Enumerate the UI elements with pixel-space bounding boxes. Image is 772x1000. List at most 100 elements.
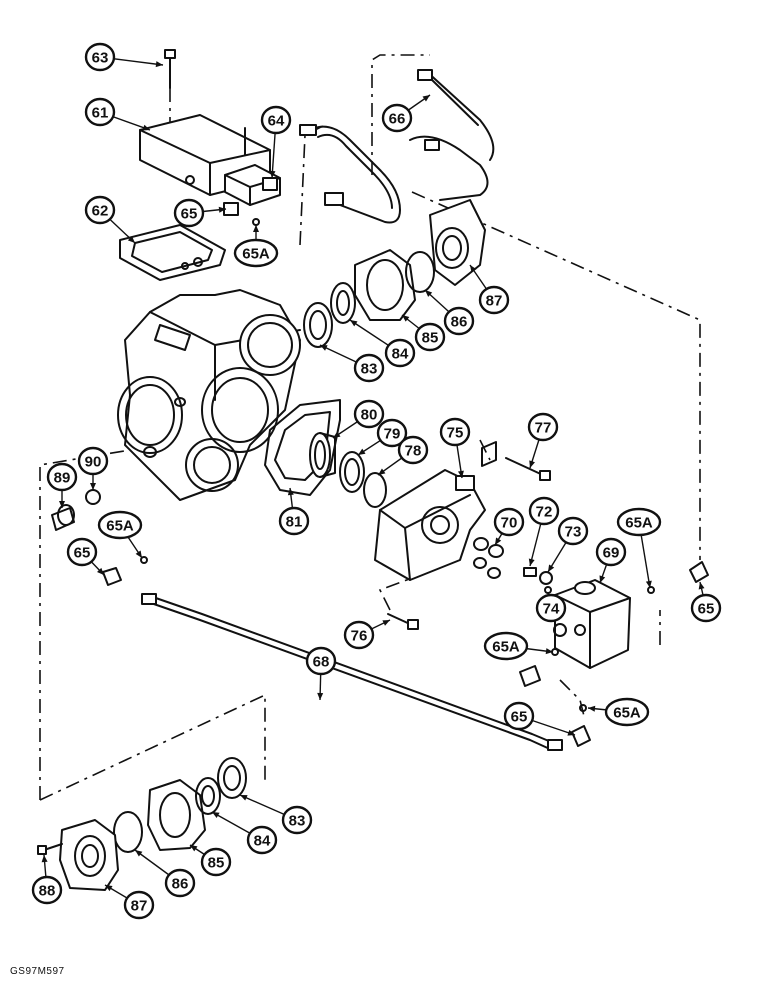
o-ring-86-upper — [405, 251, 435, 293]
callout-label: 68 — [313, 654, 330, 671]
callout-label: 89 — [54, 470, 71, 487]
callout-bubble — [503, 701, 535, 731]
callout-73: 73 — [547, 516, 589, 573]
callout-label: 90 — [85, 454, 102, 471]
plug-89 — [51, 504, 75, 531]
callout-65: 65 — [173, 198, 227, 228]
callout-arrowhead — [127, 236, 135, 243]
cover-87-upper — [429, 199, 486, 286]
callout-arrowhead — [402, 315, 410, 322]
gasket-62 — [119, 224, 226, 281]
callout-bubble — [84, 195, 116, 225]
callout-65a: 65A — [97, 510, 143, 559]
valve-assembly-61 — [139, 114, 281, 216]
callout-bubble — [483, 631, 529, 661]
callout-arrowhead — [190, 845, 198, 852]
callout-70: 70 — [493, 507, 525, 546]
callout-bubble — [414, 322, 446, 352]
callout-arrowhead — [545, 648, 553, 655]
callout-arrowhead — [358, 448, 366, 455]
callout-bubble — [353, 399, 385, 429]
callout-arrowhead — [155, 61, 163, 68]
o-ring-86-lower — [113, 811, 143, 853]
callout-arrowhead — [567, 729, 575, 736]
callout-arrowhead — [548, 564, 555, 572]
callout-bubble — [123, 890, 155, 920]
fitting-74 — [544, 586, 552, 594]
callout-74: 74 — [535, 592, 567, 623]
elbow-fitting-65-lower — [571, 704, 591, 747]
bearing-84-upper — [330, 282, 356, 324]
callout-bubble — [604, 697, 650, 727]
callout-arrowhead — [59, 501, 65, 508]
callout-arrowhead — [212, 812, 220, 819]
callout-label: 65 — [181, 206, 198, 223]
callout-bubble — [493, 507, 525, 537]
callout-86: 86 — [424, 289, 475, 336]
callout-arrowhead — [240, 795, 248, 801]
callout-label: 64 — [268, 113, 285, 130]
callout-bubble — [281, 805, 313, 835]
callout-arrowhead — [135, 550, 142, 558]
callout-arrowhead — [135, 850, 143, 857]
callout-bubble — [97, 510, 143, 540]
callout-label: 70 — [501, 515, 518, 532]
callout-label: 85 — [208, 855, 225, 872]
callout-label: 73 — [565, 524, 582, 541]
callout-label: 78 — [405, 443, 422, 460]
callout-arrowhead — [105, 885, 113, 892]
callout-arrowhead — [528, 558, 535, 566]
callout-81: 81 — [278, 487, 310, 536]
callout-bubble — [478, 285, 510, 315]
callout-arrowhead — [698, 582, 705, 590]
callout-label: 63 — [92, 50, 109, 67]
bolt-76 — [387, 613, 419, 630]
callout-bubble — [343, 620, 375, 650]
callout-77: 77 — [527, 412, 559, 469]
drawing-code: GS97M597 — [10, 966, 65, 977]
callout-65a: 65A — [587, 697, 650, 727]
callout-label: 84 — [392, 346, 409, 363]
callout-bubble — [77, 446, 109, 476]
callout-bubble — [376, 418, 408, 448]
callout-arrowhead — [645, 580, 652, 588]
callout-bubble — [31, 875, 63, 905]
callout-label: 87 — [131, 898, 148, 915]
callout-label: 80 — [361, 407, 378, 424]
callout-label: 84 — [254, 833, 271, 850]
callout-label: 62 — [92, 203, 109, 220]
callout-label: 79 — [384, 426, 401, 443]
callout-87: 87 — [469, 264, 510, 315]
callout-bubble — [260, 105, 292, 135]
callout-86: 86 — [134, 849, 196, 898]
callout-bubble — [595, 537, 627, 567]
callout-label: 81 — [286, 514, 303, 531]
callout-bubble — [278, 506, 310, 536]
callout-label: 75 — [447, 425, 464, 442]
o-ring-73 — [539, 571, 553, 585]
callout-arrowhead — [457, 470, 464, 478]
callout-bubble — [381, 103, 413, 133]
callout-bubble — [616, 507, 662, 537]
gasket-85-lower — [147, 779, 206, 851]
callout-arrowhead — [382, 620, 390, 626]
callout-63: 63 — [84, 42, 164, 72]
callout-label: 87 — [486, 293, 503, 310]
callout-bubble — [200, 847, 232, 877]
callout-83: 83 — [319, 344, 385, 383]
callout-bubble — [84, 97, 116, 127]
callout-bubble — [557, 516, 589, 546]
callout-arrowhead — [41, 855, 48, 863]
callout-arrowhead — [287, 488, 294, 496]
elbow-fitting-65-left — [102, 556, 148, 586]
callout-label: 61 — [92, 105, 109, 122]
callout-84: 84 — [211, 811, 278, 855]
callout-label: 86 — [172, 876, 189, 893]
callout-66: 66 — [381, 94, 431, 133]
callout-85: 85 — [189, 844, 232, 877]
screw-88 — [37, 843, 63, 855]
callout-arrowhead — [425, 290, 433, 297]
seals-70 — [473, 537, 504, 579]
callout-bubble — [46, 462, 78, 492]
